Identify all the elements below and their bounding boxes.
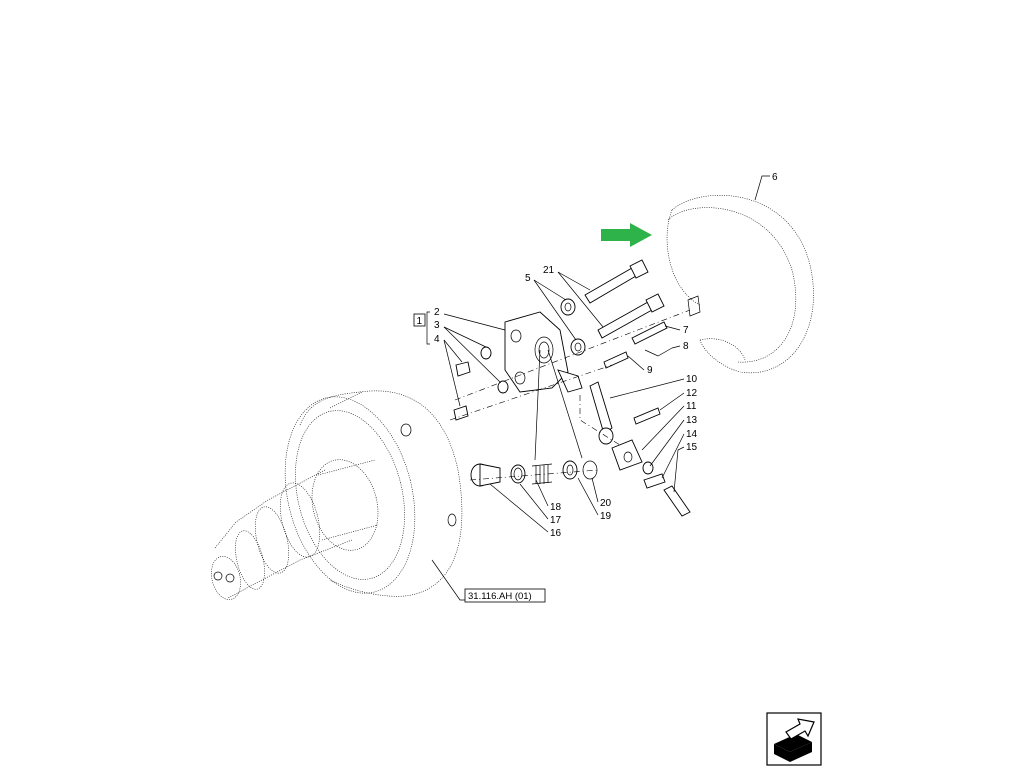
callout-19: 19 [600, 511, 612, 522]
callout-1: 1 [417, 316, 423, 327]
reference-label[interactable]: 31.116.AH (01) [464, 588, 546, 603]
callout-4: 4 [434, 334, 440, 345]
callout-11: 11 [686, 401, 697, 412]
brake-drum-assembly [211, 390, 463, 600]
long-bolts [584, 259, 665, 339]
callout-15: 15 [686, 442, 698, 453]
callout-14: 14 [686, 429, 698, 440]
callout-3: 3 [434, 320, 440, 331]
callout-12: 12 [686, 388, 698, 399]
callout-2: 2 [434, 307, 440, 318]
green-direction-arrow [601, 223, 652, 247]
callout-17: 17 [550, 515, 562, 526]
callout-6: 6 [772, 172, 778, 183]
callout-labels: 1 2 3 4 5 6 7 8 9 10 12 11 13 14 15 16 1… [413, 172, 778, 539]
callout-13: 13 [686, 415, 698, 426]
callout-5: 5 [525, 273, 531, 284]
callout-16: 16 [550, 528, 562, 539]
callout-7: 7 [683, 325, 689, 336]
center-lines [449, 309, 691, 481]
callout-18: 18 [550, 502, 562, 513]
bushings [480, 346, 509, 394]
lever-bracket [504, 311, 583, 393]
pins [603, 321, 673, 369]
callout-box-1 [413, 313, 426, 327]
next-page-arrow-icon[interactable] [766, 712, 822, 766]
leader-lines [426, 175, 770, 601]
callout-10: 10 [686, 374, 698, 385]
adjuster-lever [589, 381, 691, 517]
dowel-pins [453, 361, 471, 421]
callout-20: 20 [600, 498, 612, 509]
svg-text:31.116.AH (01): 31.116.AH (01) [468, 591, 532, 602]
spring-assembly [470, 460, 598, 487]
washers [560, 298, 586, 356]
callout-8: 8 [683, 341, 689, 352]
brake-band [666, 195, 814, 374]
callout-9: 9 [647, 365, 653, 376]
callout-21: 21 [543, 265, 555, 276]
